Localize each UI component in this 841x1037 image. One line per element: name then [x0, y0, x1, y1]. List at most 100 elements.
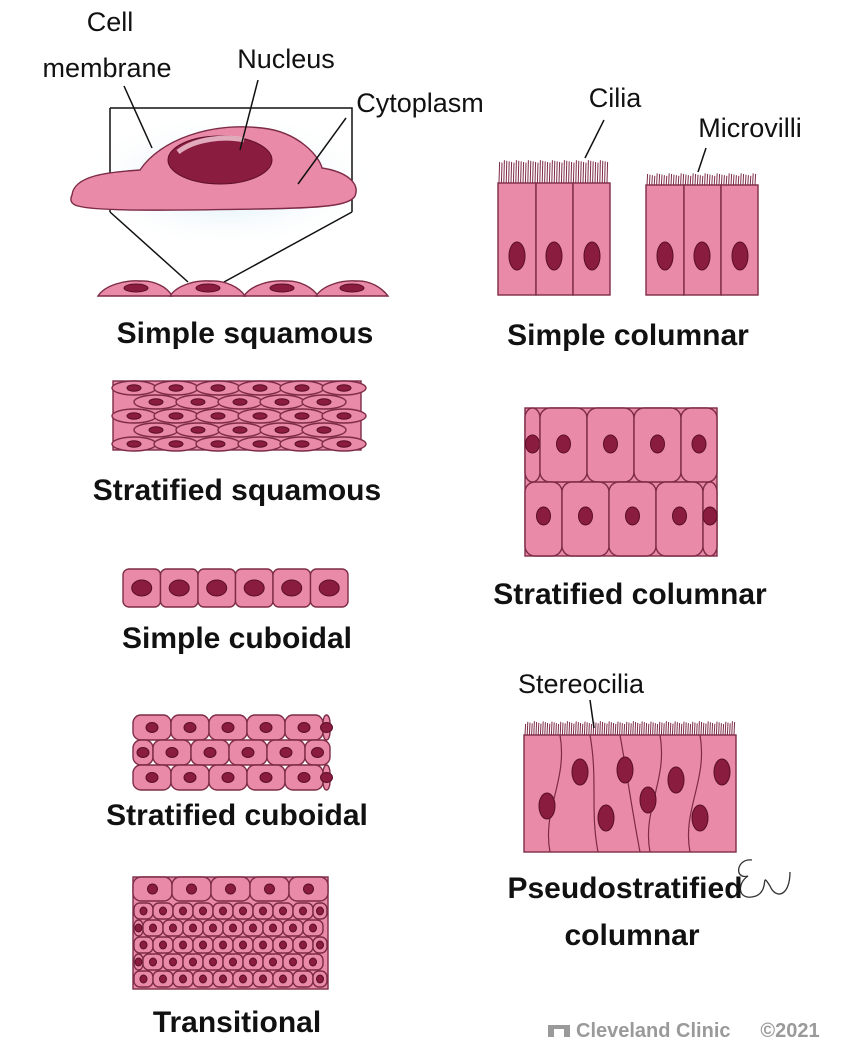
microvilli-block	[646, 173, 758, 295]
transitional-cell-nucleus	[226, 884, 236, 894]
squamous-cell-nucleus	[211, 413, 225, 419]
transitional-cell-nucleus	[280, 907, 287, 915]
squamous-cell-nucleus	[211, 441, 225, 447]
label-cell-membrane-1: Cell	[87, 7, 134, 37]
transitional-cell-nucleus	[220, 975, 227, 983]
pseudostratified-cell-nucleus	[640, 787, 656, 813]
transitional-cell-nucleus	[135, 924, 142, 932]
squamous-cell-nucleus	[191, 399, 205, 405]
transitional-cell-nucleus	[210, 958, 217, 966]
cuboidal-cell-nucleus	[298, 723, 310, 733]
squamous-cell-nucleus	[149, 427, 163, 433]
transitional-cell-nucleus	[160, 907, 167, 915]
transitional-cell-nucleus	[150, 958, 157, 966]
cuboidal-cell-nucleus	[222, 723, 234, 733]
cuboidal-cell-nucleus	[204, 748, 216, 758]
columnar-cell-nucleus	[579, 507, 593, 525]
cuboidal-cell-nucleus	[242, 748, 254, 758]
transitional-cell-nucleus	[240, 941, 247, 949]
transitional-cell-nucleus	[290, 924, 297, 932]
pseudostratified-columnar-figure	[524, 700, 736, 852]
cleveland-clinic-logo-icon	[548, 1025, 570, 1037]
artist-signature	[739, 860, 790, 897]
label-microvilli: Microvilli	[698, 113, 802, 143]
transitional-cell-nucleus	[240, 975, 247, 983]
transitional-cell-nucleus	[160, 975, 167, 983]
cuboidal-cell-nucleus	[244, 580, 264, 596]
columnar-cell-nucleus	[692, 435, 706, 453]
transitional-cell-nucleus	[170, 924, 177, 932]
transitional-cell-nucleus	[190, 924, 197, 932]
squamous-cell-nucleus	[169, 441, 183, 447]
transitional-cell-nucleus	[260, 975, 267, 983]
squamous-cell-nucleus	[295, 385, 309, 391]
stratified-columnar-figure	[525, 408, 717, 556]
columnar-cell-nucleus	[626, 507, 640, 525]
squamous-cell-nucleus	[337, 441, 351, 447]
squamous-cell-nucleus	[169, 413, 183, 419]
transitional-cell-nucleus	[190, 958, 197, 966]
transitional-cell-nucleus	[317, 907, 324, 915]
squamous-cell-nucleus	[127, 385, 141, 391]
caption-stratified-cuboidal: Stratified cuboidal	[106, 799, 368, 832]
squamous-cell-nucleus	[337, 413, 351, 419]
columnar-cell-nucleus	[557, 435, 571, 453]
stratified-cuboidal-figure	[133, 715, 333, 790]
transitional-cell-nucleus	[290, 958, 297, 966]
transitional-cell-nucleus	[200, 975, 207, 983]
squamous-cell-nucleus	[253, 413, 267, 419]
transitional-cell-nucleus	[180, 941, 187, 949]
pseudostratified-cell-nucleus	[598, 805, 614, 831]
transitional-cell-nucleus	[148, 884, 158, 894]
transitional-cell-nucleus	[300, 907, 307, 915]
caption-transitional: Transitional	[153, 1006, 321, 1037]
transitional-cell-nucleus	[187, 884, 197, 894]
pseudostratified-cell-nucleus	[692, 805, 708, 831]
transitional-cell-nucleus	[260, 907, 267, 915]
transitional-cell-nucleus	[210, 924, 217, 932]
transitional-cell-nucleus	[220, 941, 227, 949]
caption-simple-squamous: Simple squamous	[117, 317, 374, 350]
cuboidal-cell-nucleus	[282, 580, 302, 596]
transitional-cell-nucleus	[135, 958, 142, 966]
cuboidal-cell-nucleus	[260, 773, 272, 783]
caption-stratified-columnar: Stratified columnar	[493, 578, 767, 611]
transitional-cell-nucleus	[304, 884, 314, 894]
transitional-cell-nucleus	[170, 958, 177, 966]
pseudostratified-cell-nucleus	[572, 759, 588, 785]
transitional-cell-nucleus	[270, 924, 277, 932]
transitional-cell-nucleus	[180, 907, 187, 915]
label-cilia: Cilia	[589, 83, 642, 113]
transitional-cell-nucleus	[220, 907, 227, 915]
cuboidal-cell-nucleus	[298, 773, 310, 783]
simple-columnar-figure	[498, 120, 758, 295]
transitional-cell-nucleus	[300, 975, 307, 983]
cuboidal-cell-nucleus	[184, 723, 196, 733]
cuboidal-cell-nucleus	[137, 748, 149, 758]
label-cell-membrane-2: membrane	[42, 53, 171, 83]
transitional-cell-nucleus	[230, 958, 237, 966]
transitional-cell-nucleus	[180, 975, 187, 983]
columnar-cell-nucleus	[526, 435, 540, 453]
cuboidal-cell-nucleus	[146, 723, 158, 733]
caption-simple-cuboidal: Simple cuboidal	[122, 622, 352, 655]
transitional-cell-nucleus	[280, 941, 287, 949]
cuboidal-cell-nucleus	[146, 773, 158, 783]
squamous-cell-nucleus	[191, 427, 205, 433]
squamous-cell-nucleus	[233, 427, 247, 433]
cuboidal-cell-nucleus	[319, 580, 339, 596]
transitional-cell-nucleus	[310, 958, 317, 966]
pseudostratified-cell-nucleus	[539, 793, 555, 819]
columnar-cell-nucleus	[651, 435, 665, 453]
squamous-cell-nucleus	[295, 441, 309, 447]
transitional-cell-nucleus	[200, 907, 207, 915]
squamous-cell-nucleus	[169, 385, 183, 391]
transitional-cell-nucleus	[200, 941, 207, 949]
stratified-squamous-figure	[112, 381, 366, 451]
transitional-cell-nucleus	[250, 958, 257, 966]
transitional-cell-nucleus	[260, 941, 267, 949]
simple-cuboidal-figure	[123, 569, 348, 607]
footer-year: ©2021	[760, 1020, 819, 1037]
squamous-cell-nucleus	[275, 399, 289, 405]
pseudostratified-cell-nucleus	[617, 757, 633, 783]
